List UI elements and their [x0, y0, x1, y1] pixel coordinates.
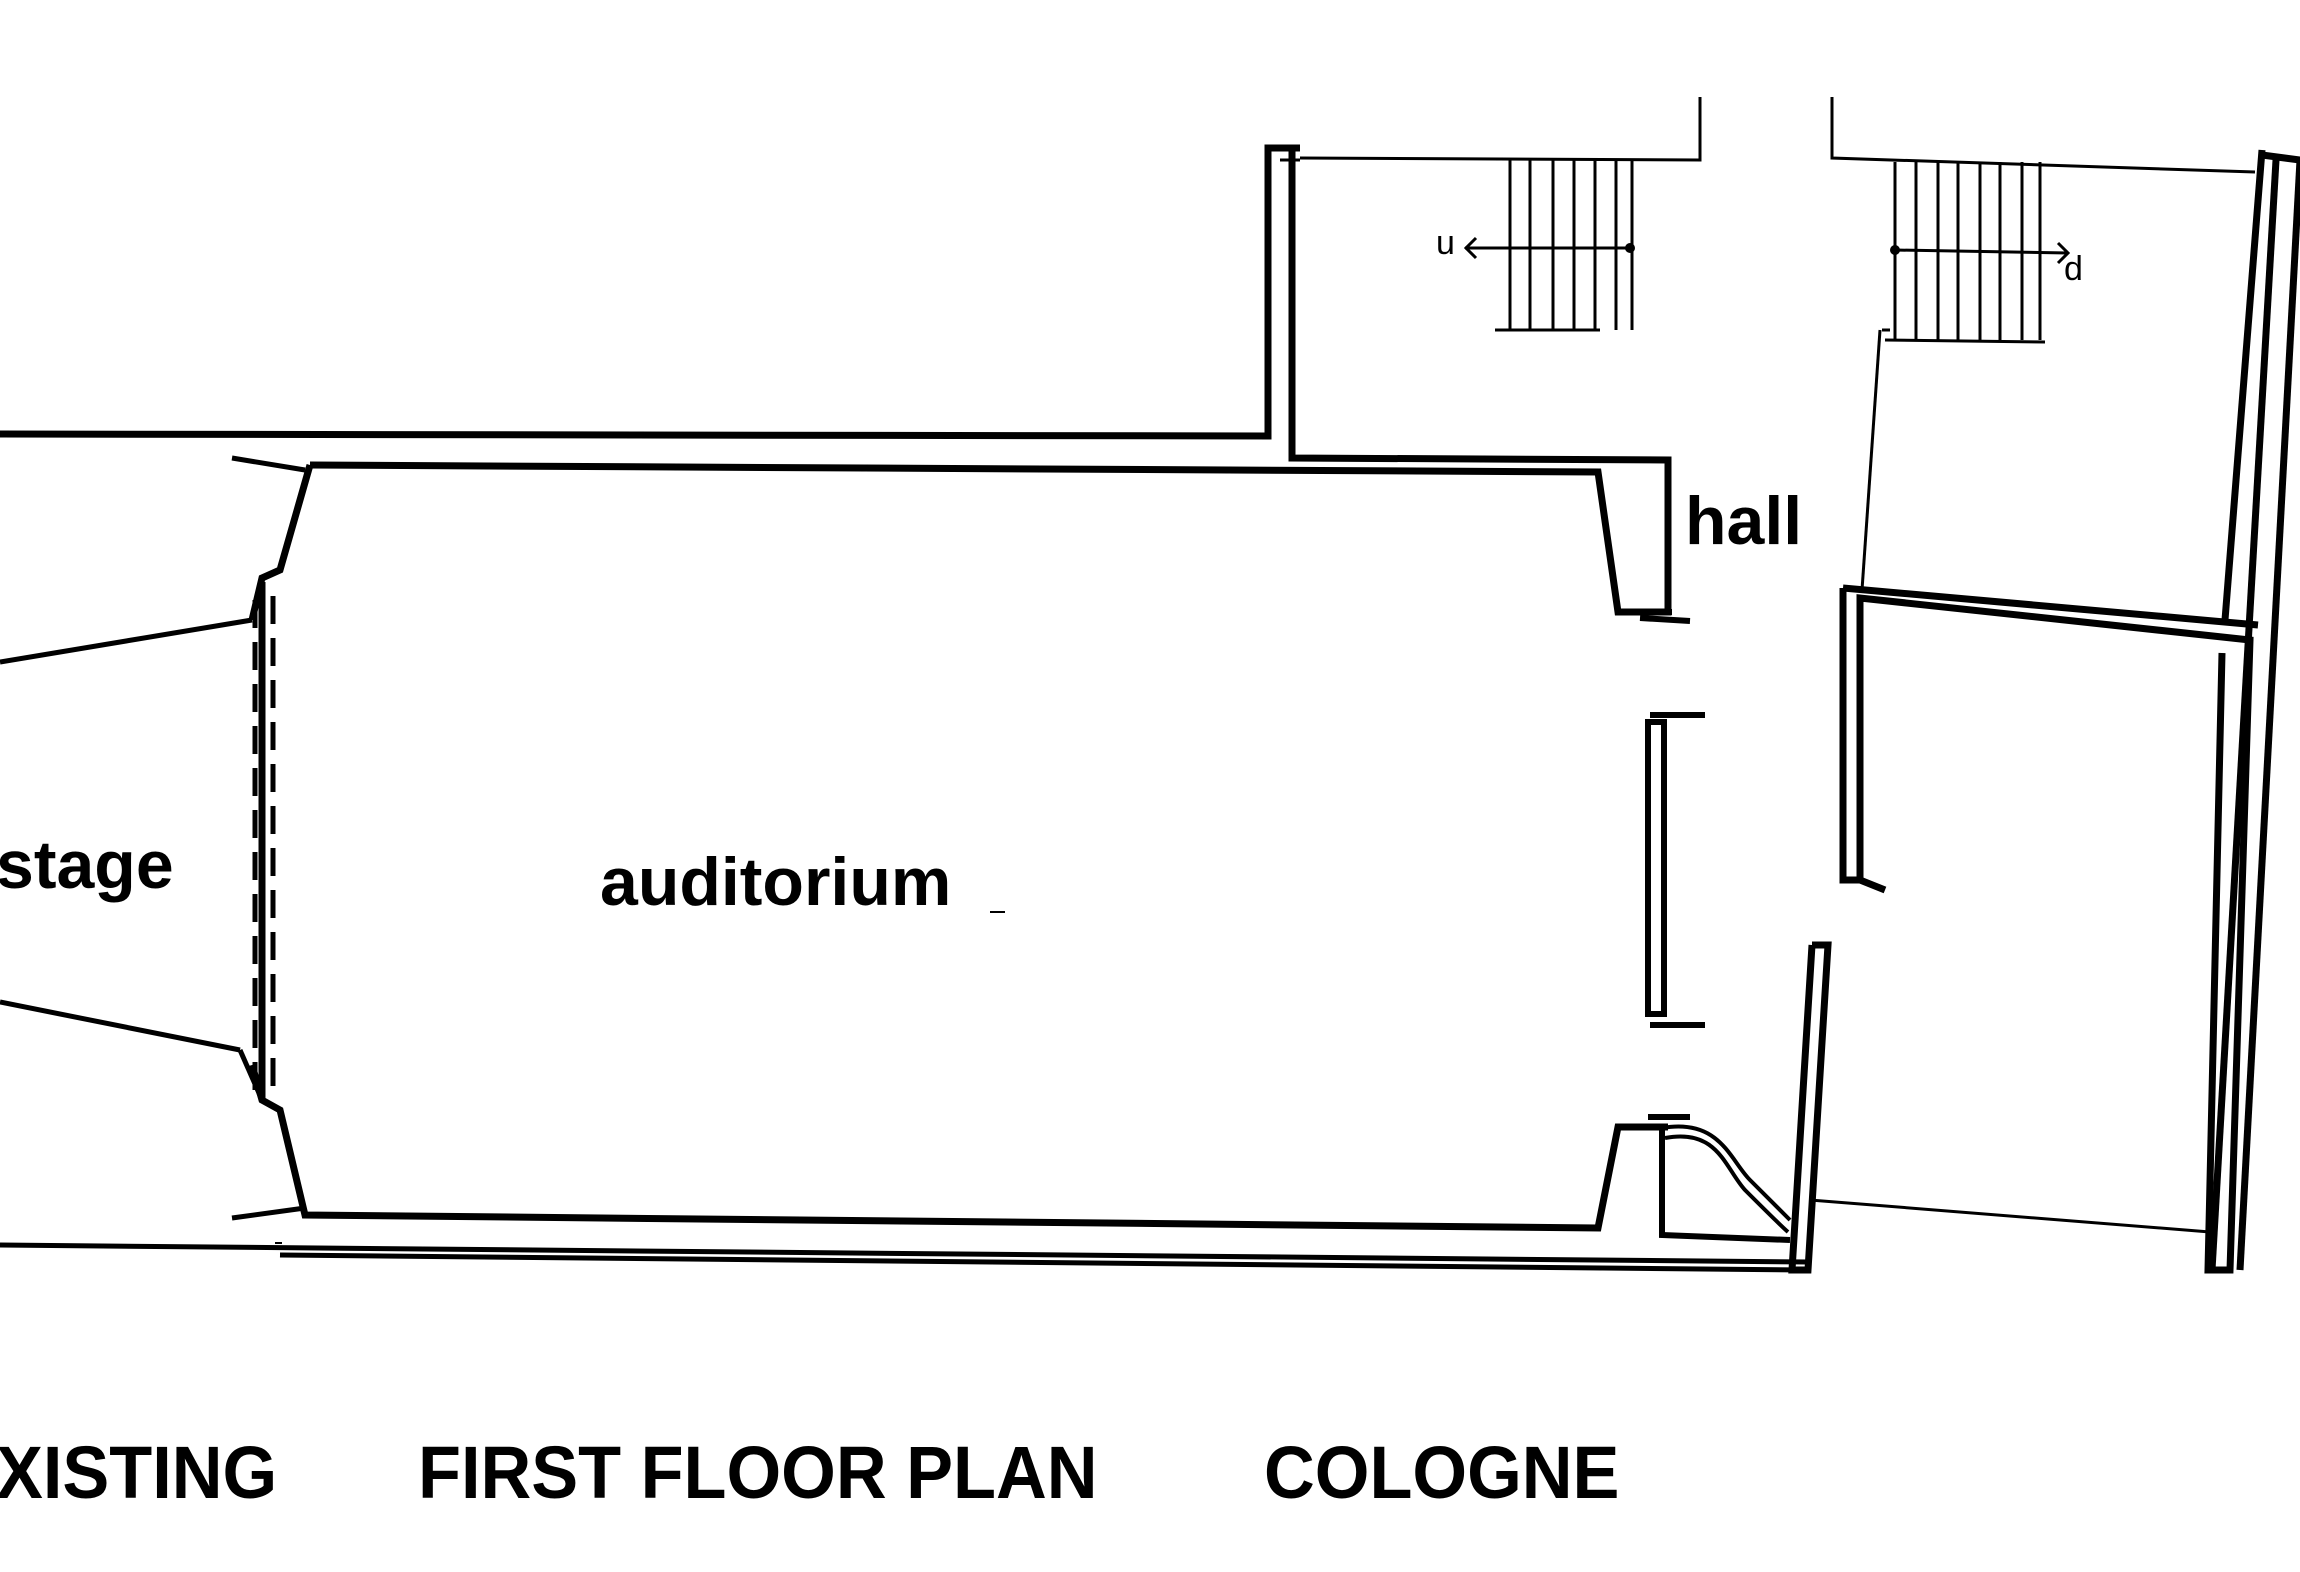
right-room-walls [1788, 584, 2259, 1274]
minor-marks [275, 911, 1005, 1244]
stair-down [1884, 162, 2071, 344]
stage-splay [0, 455, 306, 1221]
hall-partitions [1639, 609, 1791, 1243]
stage-label: stage [0, 827, 174, 903]
stair-handrail [1661, 1124, 1792, 1234]
stair-up-dot [1625, 243, 1635, 253]
right-room-floor-line [1809, 1198, 2211, 1234]
auditorium-label: auditorium [600, 844, 951, 920]
stair-up-label: u [1436, 224, 1455, 262]
auditorium-walls [248, 461, 1668, 1232]
caption-title: FIRST FLOOR PLAN [418, 1431, 1098, 1514]
hall-label: hall [1685, 483, 1802, 559]
north-wall [0, 144, 1672, 616]
light-wall-lines [1280, 97, 2256, 591]
stair-down-label: d [2064, 250, 2083, 288]
caption-city: COLOGNE [1264, 1431, 1620, 1514]
stair-down-dot [1890, 245, 1900, 255]
caption-existing: XISTING [0, 1431, 278, 1514]
south-wall [0, 1242, 1811, 1273]
east-wall [2208, 149, 2300, 1271]
stair-up [1463, 160, 1634, 332]
